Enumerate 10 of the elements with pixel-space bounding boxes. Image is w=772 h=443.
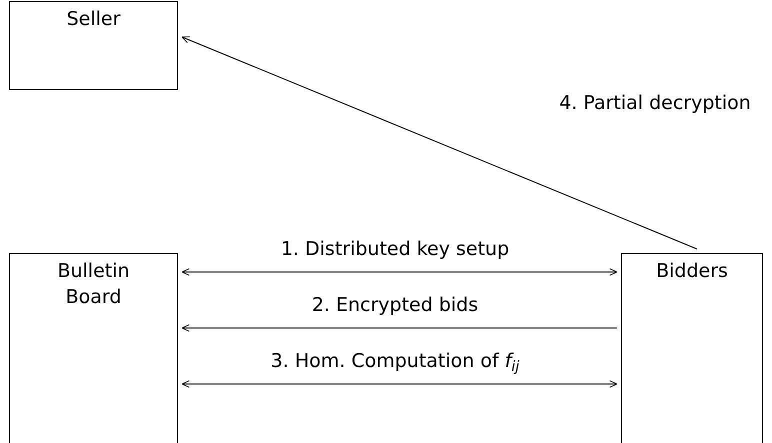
arrow bbox=[182, 324, 618, 332]
arrow bbox=[182, 380, 618, 388]
box-label: Seller bbox=[66, 7, 122, 32]
entity-box bbox=[9, 1, 178, 90]
entity-box bbox=[9, 253, 178, 443]
arrow bbox=[182, 36, 698, 250]
box-label: Bidders bbox=[655, 259, 729, 284]
arrow bbox=[182, 268, 618, 276]
box-label: Bulletin Board bbox=[56, 259, 131, 310]
entity-box bbox=[621, 253, 763, 443]
